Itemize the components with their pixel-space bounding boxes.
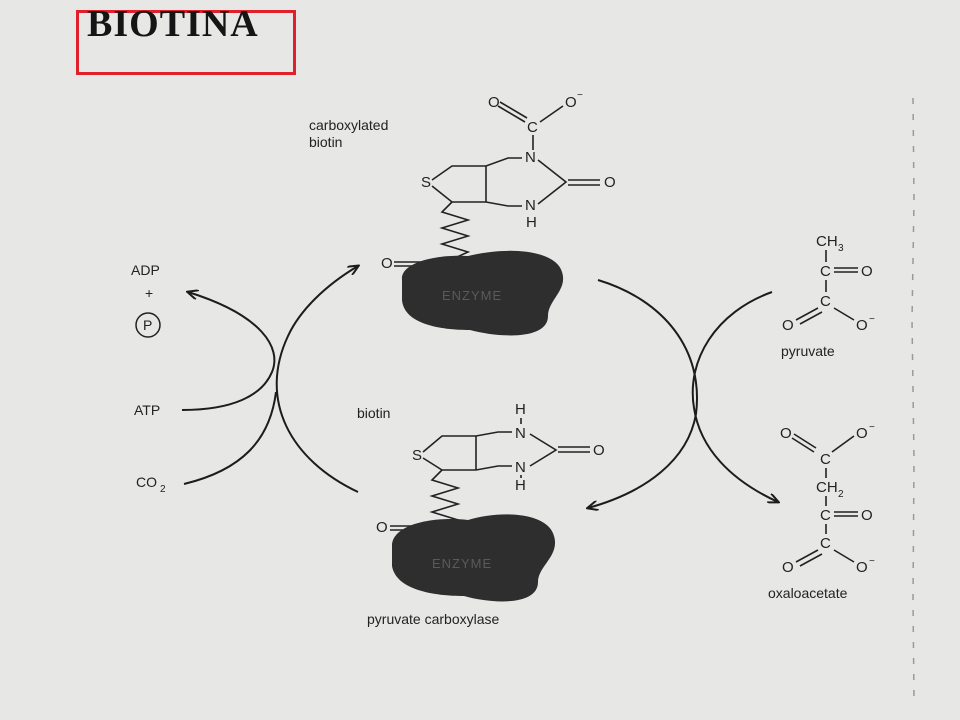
- ring-n-bottom-upper: N: [515, 425, 526, 442]
- ring-h-top: H: [526, 214, 537, 231]
- ring-carbonyl-double: [568, 179, 600, 186]
- pyruvate-label: pyruvate: [781, 343, 835, 359]
- oxalo-charge-bottom: −: [869, 556, 875, 567]
- pyruvate-ch3-sub: 3: [838, 243, 844, 254]
- oxalo-c1: C: [820, 451, 831, 468]
- carboxyl-charge: −: [577, 90, 583, 101]
- ring-o-bottom: O: [593, 442, 605, 459]
- atp-label: ATP: [134, 402, 160, 418]
- enzyme-label-bottom: ENZYME: [432, 556, 492, 571]
- oxalo-ch2: CH: [816, 479, 838, 496]
- adp-label: ADP: [131, 262, 160, 278]
- ring-s-bottom: S: [412, 447, 422, 464]
- oxalo-keto-o: O: [861, 507, 873, 524]
- pyruvate-carboxyl-single: [833, 307, 855, 321]
- phosphate-circle: [135, 312, 161, 338]
- biotin-label-top: biotin: [309, 134, 342, 150]
- pyruvate-keto-double: [834, 267, 858, 273]
- pyruvate-charge: −: [869, 314, 875, 325]
- co2-label: CO: [136, 474, 157, 490]
- phosphate-label: P: [143, 317, 152, 333]
- ring-s-top: S: [421, 174, 431, 191]
- pyruvate-carboxyl-double: [795, 307, 823, 325]
- pyruvate-to-oxaloacetate-arrow: [691, 291, 778, 502]
- pyruvate-keto-o: O: [861, 263, 873, 280]
- bond-c-o-double: [497, 101, 528, 123]
- bond-c-o-single: [539, 105, 564, 123]
- oxalo-o-minus-top: O: [856, 425, 868, 442]
- pyruvate-c1: C: [820, 263, 831, 280]
- plus-sign: +: [145, 285, 153, 301]
- side-chain-o-top: O: [381, 255, 393, 272]
- page-title: BIOTINA: [87, 3, 259, 45]
- oxalo-o-top: O: [780, 425, 792, 442]
- left-cycle-arrow: [275, 266, 358, 493]
- oxalo-top-carboxyl-single: [831, 435, 855, 453]
- enzyme-label-top: ENZYME: [442, 288, 502, 303]
- oxalo-keto-double: [834, 511, 858, 517]
- pyruvate-o-minus: O: [856, 317, 868, 334]
- oxalo-bottom-carboxyl-double: [795, 549, 823, 567]
- enzyme-name: pyruvate carboxylase: [367, 611, 500, 627]
- enzyme-blob-bottom: [392, 514, 556, 602]
- oxalo-o-minus-bottom: O: [856, 559, 868, 576]
- oxaloacetate-label: oxaloacetate: [768, 585, 848, 601]
- oxalo-c3: C: [820, 535, 831, 552]
- oxalo-o-bottom: O: [782, 559, 794, 576]
- ring-urea-bonds: [537, 159, 568, 205]
- ring-upper-bonds: [431, 157, 522, 181]
- oxalo-charge-top: −: [869, 422, 875, 433]
- title-box: [76, 10, 296, 75]
- ring-bottom-upper-bonds: [422, 431, 512, 453]
- carboxyl-o-double: O: [488, 94, 500, 111]
- co2-input-arrow: [183, 391, 277, 485]
- ring-lower-bonds: [431, 185, 522, 207]
- ring-n-bottom: N: [525, 197, 536, 214]
- atp-to-adp-arrow: [181, 292, 276, 411]
- ring-bottom-carbonyl: [558, 446, 590, 453]
- ring-bottom-urea: [529, 433, 558, 467]
- oxalo-bottom-carboxyl-single: [833, 549, 855, 563]
- oxalo-top-carboxyl-double: [791, 433, 817, 453]
- ring-h-bottom-bottom: H: [515, 477, 526, 494]
- enzyme-blob-top: [401, 250, 564, 336]
- pyruvate-o: O: [782, 317, 794, 334]
- oxalo-ch2-sub: 2: [838, 489, 844, 500]
- ring-n-bottom-lower: N: [515, 459, 526, 476]
- scan-edge-line: [911, 97, 915, 701]
- ring-bottom-lower-bonds: [422, 457, 512, 471]
- oxalo-c2: C: [820, 507, 831, 524]
- pyruvate-c2: C: [820, 293, 831, 310]
- pyruvate-ch3: CH: [816, 233, 838, 250]
- carboxyl-c: C: [527, 119, 538, 136]
- right-cycle-arrow: [588, 279, 698, 508]
- co2-subscript: 2: [160, 484, 166, 495]
- ring-o-top: O: [604, 174, 616, 191]
- ring-h-bottom-top: H: [515, 401, 526, 418]
- side-chain-bottom: [429, 469, 461, 529]
- side-chain-top: [439, 201, 471, 263]
- side-chain-o-bottom: O: [376, 519, 388, 536]
- carboxylated-label: carboxylated: [309, 117, 388, 133]
- carboxyl-o-minus: O: [565, 94, 577, 111]
- ring-n-top: N: [525, 149, 536, 166]
- biotin-label: biotin: [357, 405, 390, 421]
